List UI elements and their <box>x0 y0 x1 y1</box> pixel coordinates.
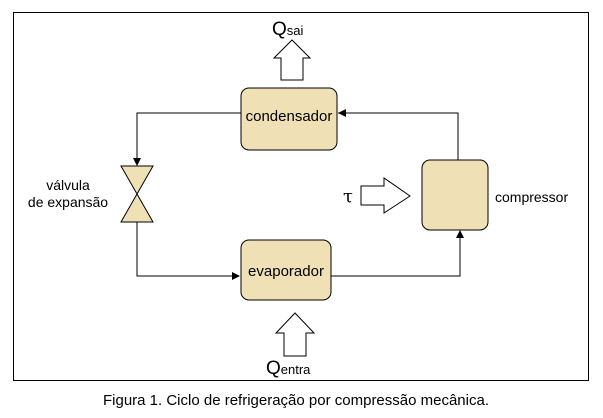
condenser-label: condensador <box>246 108 333 125</box>
figure-caption: Figura 1. Ciclo de refrigeração por comp… <box>103 392 489 409</box>
compressor-label: compressor <box>495 189 568 205</box>
line-condenser-to-valve <box>136 112 241 164</box>
heat-in-label: Qentra <box>266 358 311 379</box>
condenser-box <box>240 87 338 151</box>
evaporator-label: evaporador <box>248 263 324 280</box>
line-valve-to-evaporator <box>136 222 238 277</box>
expansion-valve-upper <box>120 165 154 196</box>
arrowhead-into-compressor <box>456 230 464 238</box>
heat-out-label: Qsai <box>272 19 304 40</box>
valve-label-line2: de expansão <box>28 194 108 210</box>
heat-in-arrow <box>274 312 316 357</box>
compressor-box <box>421 159 489 231</box>
work-symbol: τ <box>343 186 353 207</box>
heat-out-arrow <box>272 39 312 81</box>
arrowhead-into-condenser <box>338 109 346 117</box>
work-input-arrow <box>360 177 411 214</box>
line-evaporator-to-compressor <box>331 232 461 277</box>
line-compressor-to-condenser <box>338 112 459 160</box>
valve-label-line1: válvula <box>46 177 90 193</box>
evaporator-box <box>240 239 332 301</box>
arrowhead-into-evaporator <box>232 272 240 280</box>
arrowhead-into-valve <box>133 158 141 166</box>
